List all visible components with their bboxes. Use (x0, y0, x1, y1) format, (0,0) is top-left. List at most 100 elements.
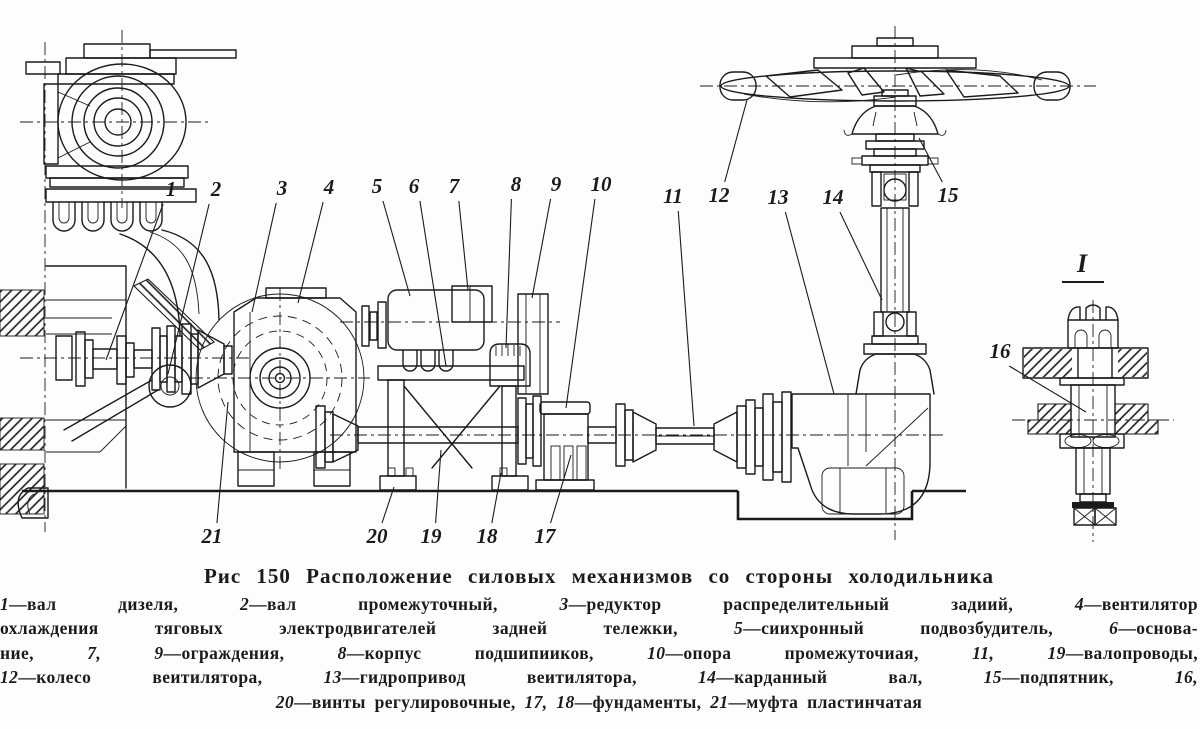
legend-item-number: 11, 19 (972, 642, 1066, 663)
centerlines (20, 26, 1174, 542)
legend-item-number: 15 (983, 667, 1002, 688)
callout-label-3: 3 (276, 176, 288, 200)
legend-item-text: —основа- (1118, 618, 1198, 639)
distribution-gearbox (195, 287, 365, 487)
legend-line: 20—винты регулировочные, 17, 18—фундамен… (0, 690, 1198, 714)
inset-view-label: I (1076, 249, 1088, 278)
fan-wheel (719, 37, 1071, 103)
callout-leader-19 (435, 449, 442, 524)
intermediate-support (517, 395, 595, 491)
bearing-housing (489, 343, 531, 477)
callout-leader-7 (458, 200, 469, 291)
callout-label-10: 10 (591, 172, 613, 196)
legend-item-text: —опора промежуточиая, (665, 642, 973, 663)
legend-item-text: —гидропривод веитилятора, (341, 667, 698, 688)
inset-detail: I (1022, 249, 1159, 526)
cardan-shaft (851, 133, 939, 337)
callout-leader-14 (839, 211, 883, 301)
legend-item-number: 21 (710, 691, 729, 712)
callout-leader-6 (419, 200, 447, 367)
callout-label-19: 19 (421, 524, 443, 548)
legend-line: ние, 7, 9—ограждения, 8—корпус подшипиик… (0, 641, 1198, 665)
legend-item-text: —ограждения, (163, 642, 338, 663)
legend-item-number: 16, (1174, 667, 1198, 688)
legend-item-number: 10 (647, 642, 666, 663)
legend-item-text: —фундаменты, (574, 691, 711, 712)
figure-caption: Рис 150 Расположение силовых механизмов … (0, 558, 1200, 714)
callout-leader-2 (167, 203, 210, 375)
legend-item-number: 8 (337, 642, 347, 663)
shaft-line (357, 391, 792, 483)
legend-item-text: —редуктор распределительный задиий, (568, 594, 1075, 614)
legend-item-text: —винты регулировочные, (294, 691, 525, 712)
legend-item-number: 13 (323, 667, 342, 688)
callout-leader-3 (251, 202, 277, 313)
callout-leader-13 (784, 211, 835, 395)
callout-label-21: 21 (201, 524, 223, 548)
callout-label-17: 17 (535, 524, 558, 548)
legend-item-number: 14 (697, 667, 717, 688)
engine-output-shaft (55, 331, 153, 387)
callout-label-14: 14 (823, 185, 844, 209)
callout-label-1: 1 (166, 177, 177, 201)
legend-item-number: 3 (559, 594, 569, 614)
plate-coupling (63, 278, 233, 442)
legend-item-number: 5 (734, 618, 744, 639)
floor-line (22, 489, 966, 521)
callout-label-11: 11 (663, 184, 683, 208)
callout-label-9: 9 (551, 172, 562, 196)
legend-item-number: 4 (1074, 594, 1084, 614)
callout-leader-5 (382, 200, 411, 297)
callout-label-13: 13 (768, 185, 789, 209)
callout-leader-1 (105, 203, 164, 361)
callout-label-12: 12 (709, 183, 731, 207)
callout-label-7: 7 (449, 174, 461, 198)
callout-leader-16 (1008, 365, 1087, 413)
callout-label-16: 16 (990, 339, 1012, 363)
figure-title: Рис 150 Расположение силовых механизмов … (203, 564, 995, 588)
legend-item-text: ние, (0, 642, 88, 663)
callout-label-15: 15 (938, 183, 959, 207)
diesel-engine-assembly (0, 43, 237, 519)
callout-label-4: 4 (323, 175, 335, 199)
legend-item-number: 17, 18 (524, 691, 575, 712)
legend-item-text: —вал промежуточный, (249, 594, 560, 614)
subexciter-motor (361, 289, 485, 372)
callout-label-6: 6 (409, 174, 420, 198)
legend-item-number: 2 (239, 594, 250, 614)
callout-label-5: 5 (372, 174, 383, 198)
legend-line: охлаждения тяговых электродвигателей зад… (0, 616, 1198, 640)
guard-front (451, 285, 493, 323)
callout-label-2: 2 (210, 177, 222, 201)
legend-item-text: охлаждения тяговых электродвигателей зад… (0, 618, 735, 639)
callout-leader-4 (297, 201, 324, 304)
legend-item-text: —муфта пластинчатая (728, 691, 923, 712)
callout-leader-11 (677, 210, 695, 427)
legend-item-number: 12 (0, 667, 19, 688)
callout-leader-21 (216, 401, 229, 524)
legend-item-text: —корпус подшипииков, (346, 642, 648, 663)
figure-legend: 1—вал дизеля, 2—вал промежуточный, 3—ред… (0, 592, 1198, 714)
callout-leader-18 (491, 472, 502, 524)
legend-line: 12—колесо веитилятора, 13—гидропривод ве… (0, 665, 1198, 689)
legend-item-number: 6 (1109, 618, 1119, 639)
legend-item-number: 20 (275, 691, 295, 712)
motor-base-frame (377, 365, 529, 491)
callout-leader-20 (381, 486, 395, 524)
callout-leader-8 (505, 198, 512, 349)
legend-item-text: —карданный вал, (716, 667, 984, 688)
callout-leader-9 (531, 198, 552, 299)
legend-item-text: —вентилятор (1083, 594, 1198, 614)
legend-item-number: 1 (0, 594, 10, 614)
legend-item-number: 7, 9 (87, 642, 164, 663)
legend-item-text: —валопроводы, (1065, 642, 1199, 663)
legend-item-text: —вал дизеля, (9, 594, 240, 614)
legend-item-text: —сиихронный подвозбудитель, (743, 618, 1110, 639)
callout-label-8: 8 (511, 172, 522, 196)
callout-leader-17 (550, 454, 572, 524)
callout-label-18: 18 (477, 524, 499, 548)
legend-item-text: —подпятник, (1001, 667, 1175, 688)
